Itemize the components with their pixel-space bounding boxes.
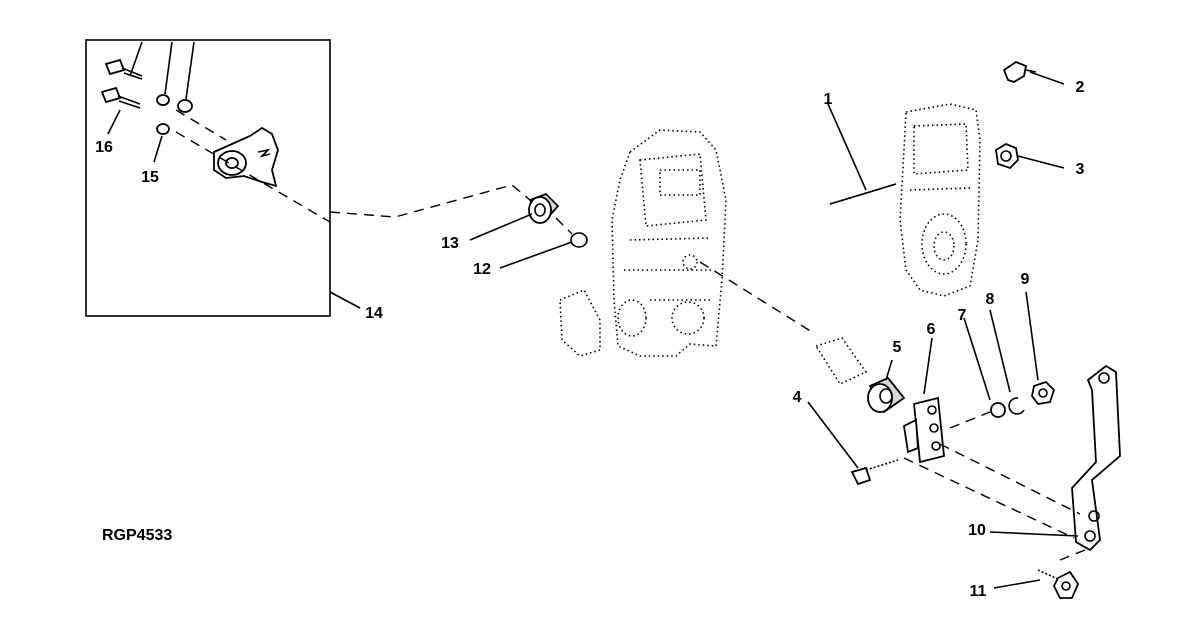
assembly-path-11 [1059, 547, 1091, 561]
assembly-path-12 [555, 217, 573, 235]
assembly-path-housing [699, 261, 813, 333]
figure-id: RGP4533 [102, 527, 172, 544]
part-4-screw [850, 459, 899, 486]
part-screw-upper [104, 58, 143, 80]
part-9-nut [1031, 380, 1056, 405]
kit-inset-box [85, 39, 331, 317]
part-11-screw [1037, 569, 1080, 599]
leader-10 [989, 531, 1079, 537]
callout-10: 10 [968, 522, 986, 539]
assembly-path-10b [903, 457, 1075, 539]
callout-16: 16 [95, 139, 113, 156]
callout-1: 1 [824, 91, 833, 108]
part-lockwasher-upper [156, 94, 170, 106]
assembly-path-7-9 [949, 411, 991, 429]
callout-9: 9 [1021, 271, 1030, 288]
part-6-bracket [903, 396, 945, 464]
callout-11: 11 [970, 583, 987, 600]
leader-9 [1025, 291, 1039, 381]
leader-1 [827, 103, 867, 191]
part-2-clip [1002, 60, 1037, 83]
callout-2: 2 [1076, 79, 1085, 96]
assembly-path-10a [939, 443, 1081, 515]
pump-housing-dotted [559, 129, 727, 357]
leader-4 [807, 401, 859, 469]
callout-4: 4 [793, 389, 802, 406]
leader-3 [1017, 155, 1065, 169]
part-1-spring [829, 183, 897, 205]
leader-6 [923, 337, 933, 395]
leader-2 [1029, 71, 1065, 85]
part-5-bushing [867, 376, 906, 414]
leader-7 [963, 317, 991, 401]
leader-5 [885, 359, 893, 381]
assembly-path-inset [329, 184, 531, 218]
part-screw-16 [100, 86, 141, 109]
callout-3: 3 [1076, 161, 1085, 178]
leader-13 [469, 213, 533, 241]
callout-12: 12 [473, 261, 491, 278]
callout-15: 15 [141, 169, 159, 186]
leader-14 [329, 291, 361, 309]
callout-5: 5 [893, 339, 902, 356]
part-3-nut [995, 142, 1019, 170]
part-7-washer [990, 402, 1006, 418]
callout-8: 8 [986, 291, 995, 308]
part-bracket-inset [213, 126, 279, 188]
callout-6: 6 [927, 321, 936, 338]
part-12-washer [570, 232, 588, 248]
callout-13: 13 [441, 235, 459, 252]
part-washer-15 [156, 123, 170, 135]
part-washer-upper [177, 99, 193, 113]
shaft-dotted [814, 337, 868, 386]
part-10-lever [1071, 364, 1121, 552]
part-8-lockwasher [1008, 397, 1025, 415]
leader-12 [499, 241, 573, 269]
callout-7: 7 [958, 307, 967, 324]
leader-8 [989, 309, 1011, 393]
governor-housing-dotted [899, 103, 981, 297]
part-13-bushing [528, 192, 560, 224]
callout-14: 14 [365, 305, 383, 322]
leader-11 [993, 579, 1041, 589]
